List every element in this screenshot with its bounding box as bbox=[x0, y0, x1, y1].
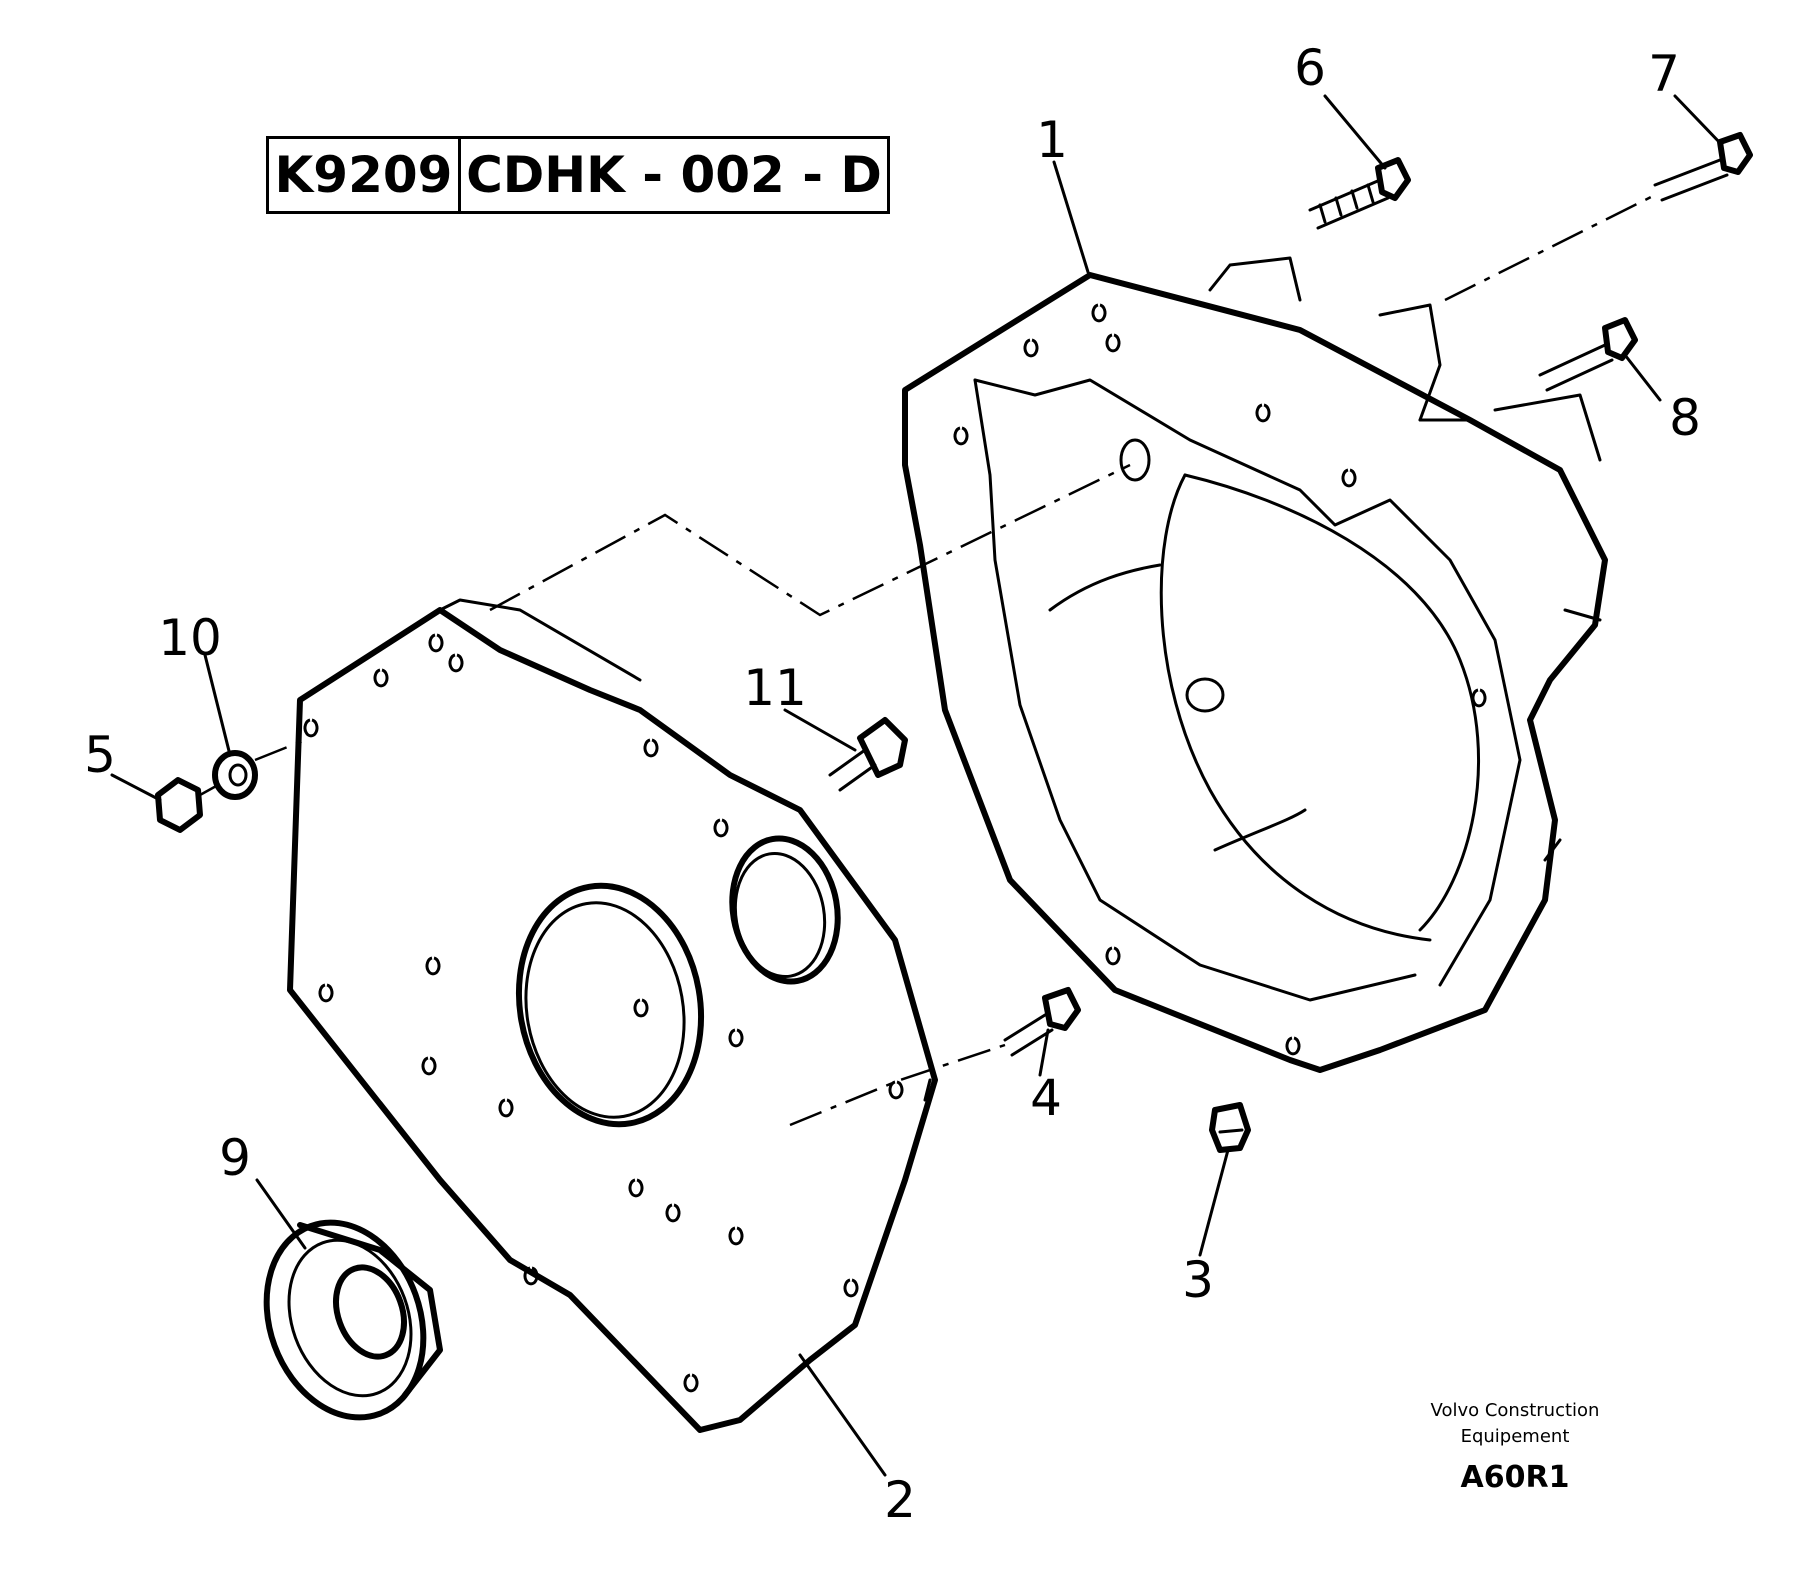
drawing-code-box: K9209 CDHK - 002 - D bbox=[266, 136, 890, 214]
callout-6: 6 bbox=[1294, 39, 1326, 97]
callout-10: 10 bbox=[158, 609, 222, 667]
seal-drawing bbox=[263, 1219, 443, 1421]
bolt-7-drawing bbox=[1653, 132, 1753, 202]
nut-5-drawing bbox=[155, 777, 203, 833]
drawing-code-right: CDHK - 002 - D bbox=[466, 146, 882, 204]
callout-9: 9 bbox=[219, 1129, 251, 1187]
bolt-4-drawing bbox=[1003, 987, 1081, 1057]
figure-code: A60R1 bbox=[1460, 1460, 1570, 1495]
manufacturer-caption: Volvo Construction Equipement A60R1 bbox=[1431, 1398, 1600, 1495]
callout-8: 8 bbox=[1669, 389, 1701, 447]
leader-lines bbox=[110, 94, 1724, 1477]
bolt-11-drawing bbox=[828, 717, 908, 792]
callout-5: 5 bbox=[84, 726, 116, 784]
bolt-8-drawing bbox=[1538, 317, 1638, 392]
manufacturer-line-2: Equipement bbox=[1460, 1426, 1570, 1447]
callout-11: 11 bbox=[743, 659, 807, 717]
adapter-plate-drawing bbox=[287, 598, 938, 1433]
callout-4: 4 bbox=[1030, 1069, 1062, 1127]
bolt-6-drawing bbox=[1308, 157, 1411, 230]
flywheel-housing-drawing bbox=[902, 256, 1608, 1073]
washer-10-drawing bbox=[212, 750, 258, 800]
callout-2: 2 bbox=[884, 1471, 916, 1529]
drawing-code-left: K9209 bbox=[269, 139, 461, 211]
callout-1: 1 bbox=[1036, 111, 1068, 169]
plug-3-drawing bbox=[1209, 1102, 1251, 1153]
callout-3: 3 bbox=[1182, 1251, 1214, 1309]
manufacturer-line-1: Volvo Construction bbox=[1430, 1400, 1600, 1421]
callout-7: 7 bbox=[1648, 45, 1680, 103]
alignment-lines bbox=[199, 193, 1656, 1127]
